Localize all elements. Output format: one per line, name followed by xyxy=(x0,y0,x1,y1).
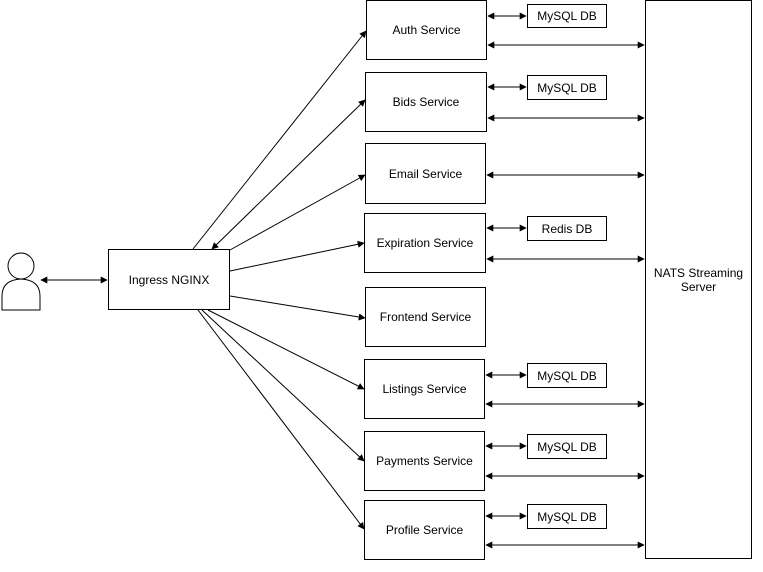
service-label: Auth Service xyxy=(392,23,461,37)
service-label: Frontend Service xyxy=(379,310,472,324)
db-label: MySQL DB xyxy=(537,368,597,383)
db-bids: MySQL DB xyxy=(527,75,607,100)
ingress-to-payments-arrow xyxy=(201,309,365,462)
service-label: Payments Service xyxy=(376,454,473,468)
nats-streaming-server-label: NATS Streaming Server xyxy=(653,265,744,294)
db-label: Redis DB xyxy=(541,221,593,236)
db-label: MySQL DB xyxy=(537,80,597,95)
ingress-to-profile-arrow xyxy=(197,309,365,530)
db-label: MySQL DB xyxy=(537,9,597,23)
ingress-to-frontend-arrow xyxy=(229,295,366,321)
service-label: Email Service xyxy=(388,166,463,181)
service-payments: Payments Service xyxy=(364,431,485,491)
db-profile: MySQL DB xyxy=(527,504,607,529)
db-label: MySQL DB xyxy=(537,509,597,524)
ingress-to-listings-arrow xyxy=(207,309,365,390)
db-expiration: Redis DB xyxy=(527,216,607,241)
service-listings: Listings Service xyxy=(364,359,485,419)
ingress-to-auth-arrow xyxy=(192,30,367,250)
db-listings: MySQL DB xyxy=(527,363,607,388)
service-label: Profile Service xyxy=(385,523,464,537)
service-bids: Bids Service xyxy=(365,72,487,132)
db-payments: MySQL DB xyxy=(527,434,607,459)
service-label: Bids Service xyxy=(392,95,460,109)
user-icon xyxy=(1,252,41,311)
service-label: Expiration Service xyxy=(376,236,474,250)
service-frontend: Frontend Service xyxy=(365,287,486,347)
service-expiration: Expiration Service xyxy=(364,213,486,273)
db-auth: MySQL DB xyxy=(527,4,607,28)
service-label: Listings Service xyxy=(382,382,467,396)
service-email: Email Service xyxy=(365,143,486,204)
ingress-to-expiration-arrow xyxy=(229,240,365,272)
ingress-nginx-label: Ingress NGINX xyxy=(128,272,210,287)
ingress-to-email-arrow xyxy=(229,174,366,251)
ingress-to-bids-arrow xyxy=(211,99,366,250)
service-auth: Auth Service xyxy=(366,0,487,60)
ingress-nginx-box: Ingress NGINX xyxy=(108,249,230,310)
nats-streaming-server-box: NATS Streaming Server xyxy=(645,0,752,559)
service-profile: Profile Service xyxy=(364,500,485,560)
db-label: MySQL DB xyxy=(537,439,597,454)
